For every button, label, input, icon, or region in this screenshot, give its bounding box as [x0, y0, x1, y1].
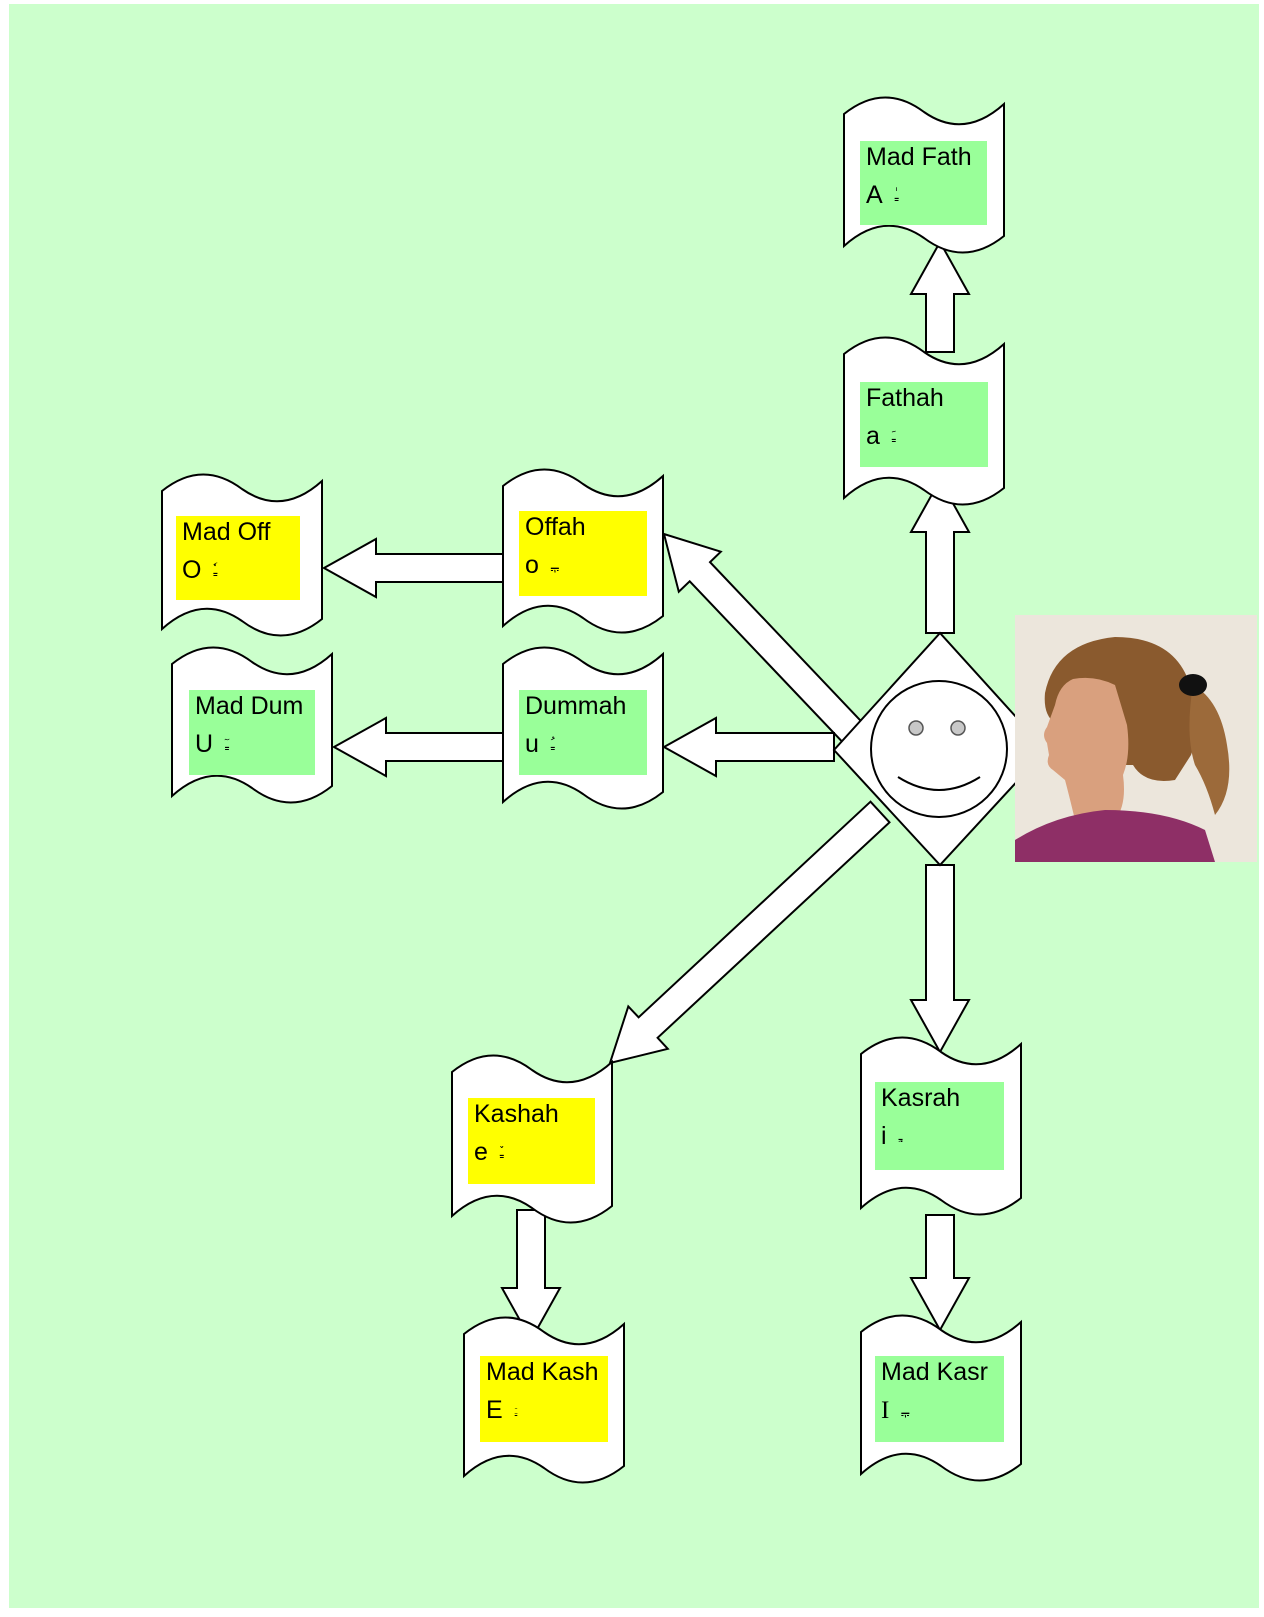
node-name: Mad Off [182, 518, 271, 546]
node-mad-kash: Mad Kash E ـٙ [480, 1356, 608, 1442]
center-node [832, 631, 1048, 867]
arrow-kashah-to-mad-kash [500, 1209, 562, 1343]
latin-letter: U [195, 730, 214, 758]
node-mad-dum: Mad Dum U ـٓ [189, 690, 315, 775]
latin-letter: O [182, 556, 202, 584]
arrow-center-to-offah [662, 532, 867, 747]
smiley-mouth [897, 776, 981, 791]
smiley-right-eye [950, 720, 966, 736]
smiley-left-eye [908, 720, 924, 736]
latin-letter: I [881, 1397, 890, 1424]
arrows-layer [321, 239, 971, 1343]
node-mad-off: Mad Off O ـٗ [176, 516, 300, 600]
node-symbol: I ـٖ [881, 1398, 998, 1423]
node-name: Mad Fath [866, 143, 972, 171]
diacritic-glyph: ـٙ [514, 1402, 518, 1417]
node-symbol: a ـَ [866, 424, 982, 449]
arrow-center-to-kashah [608, 800, 891, 1065]
node-mad-fath: Mad Fath A ـٰ [860, 141, 987, 225]
arrow-fathah-to-mad-fath [909, 239, 971, 353]
node-name: Dummah [525, 692, 627, 720]
arrow-center-to-fathah [909, 477, 971, 634]
diacritic-glyph: ـٓ [225, 736, 229, 751]
node-name: Kashah [474, 1100, 559, 1128]
latin-letter: e [474, 1138, 488, 1166]
diacritic-glyph: ـِ [898, 1128, 903, 1143]
latin-letter: u [525, 730, 539, 758]
node-mad-kasr: Mad Kasr I ـٖ [875, 1356, 1004, 1442]
node-fathah: Fathah a ـَ [860, 382, 988, 467]
node-name: Mad Dum [195, 692, 304, 720]
node-offah: Offah o ـٖ [519, 511, 647, 596]
node-symbol: e ـٚ [474, 1140, 589, 1165]
node-symbol: u ـُ [525, 732, 641, 757]
diacritic-glyph: ـٗ [213, 562, 218, 577]
latin-letter: o [525, 551, 539, 579]
node-name: Mad Kash [486, 1358, 599, 1386]
node-kasrah: Kasrah i ـِ [875, 1082, 1004, 1170]
node-name: Kasrah [881, 1084, 961, 1112]
diacritic-glyph: ـٚ [499, 1144, 504, 1159]
diacritic-glyph: ـٖ [901, 1402, 909, 1417]
node-name: Mad Kasr [881, 1358, 988, 1386]
arrow-center-to-kasrah [909, 864, 971, 1055]
node-kashah: Kashah e ـٚ [468, 1098, 595, 1184]
latin-letter: i [881, 1122, 887, 1150]
node-symbol: A ـٰ [866, 183, 981, 208]
arrow-dummah-to-mad-dum [331, 716, 505, 778]
arrow-center-to-dummah [661, 716, 835, 778]
arrow-kasrah-to-mad-kasr [909, 1214, 971, 1333]
node-symbol: o ـٖ [525, 553, 641, 578]
diacritic-glyph: ـُ [550, 736, 555, 751]
latin-letter: a [866, 422, 880, 450]
node-symbol: O ـٗ [182, 558, 294, 583]
woman-profile-photo [1015, 615, 1257, 862]
diacritic-glyph: ـَ [891, 428, 896, 443]
latin-letter: E [486, 1396, 503, 1424]
node-symbol: i ـِ [881, 1124, 998, 1149]
latin-letter: A [866, 181, 883, 209]
node-name: Fathah [866, 384, 944, 412]
node-dummah: Dummah u ـُ [519, 690, 647, 775]
arrow-offah-to-mad-off [321, 537, 505, 599]
node-symbol: U ـٓ [195, 732, 309, 757]
diacritic-glyph: ـٰ [894, 187, 899, 202]
node-symbol: E ـٙ [486, 1398, 602, 1423]
node-name: Offah [525, 513, 586, 541]
diacritic-glyph: ـٖ [550, 557, 559, 572]
smiley-face-icon [870, 680, 1008, 818]
